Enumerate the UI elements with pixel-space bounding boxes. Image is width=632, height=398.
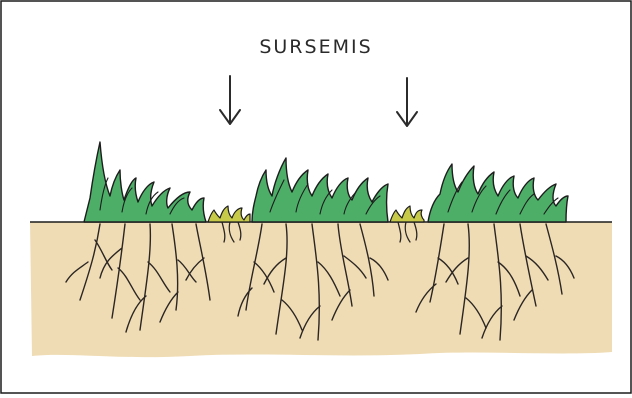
- seedling-right: [390, 206, 424, 222]
- diagram-title: SURSEMIS: [0, 36, 632, 58]
- seedling-left: [208, 206, 250, 222]
- grass-tuft-left: [84, 142, 206, 222]
- arrow-down-icon-left: [220, 76, 240, 124]
- soil-layer: [30, 222, 612, 357]
- grass-tuft-right: [428, 164, 568, 222]
- arrow-down-icon-right: [397, 78, 417, 126]
